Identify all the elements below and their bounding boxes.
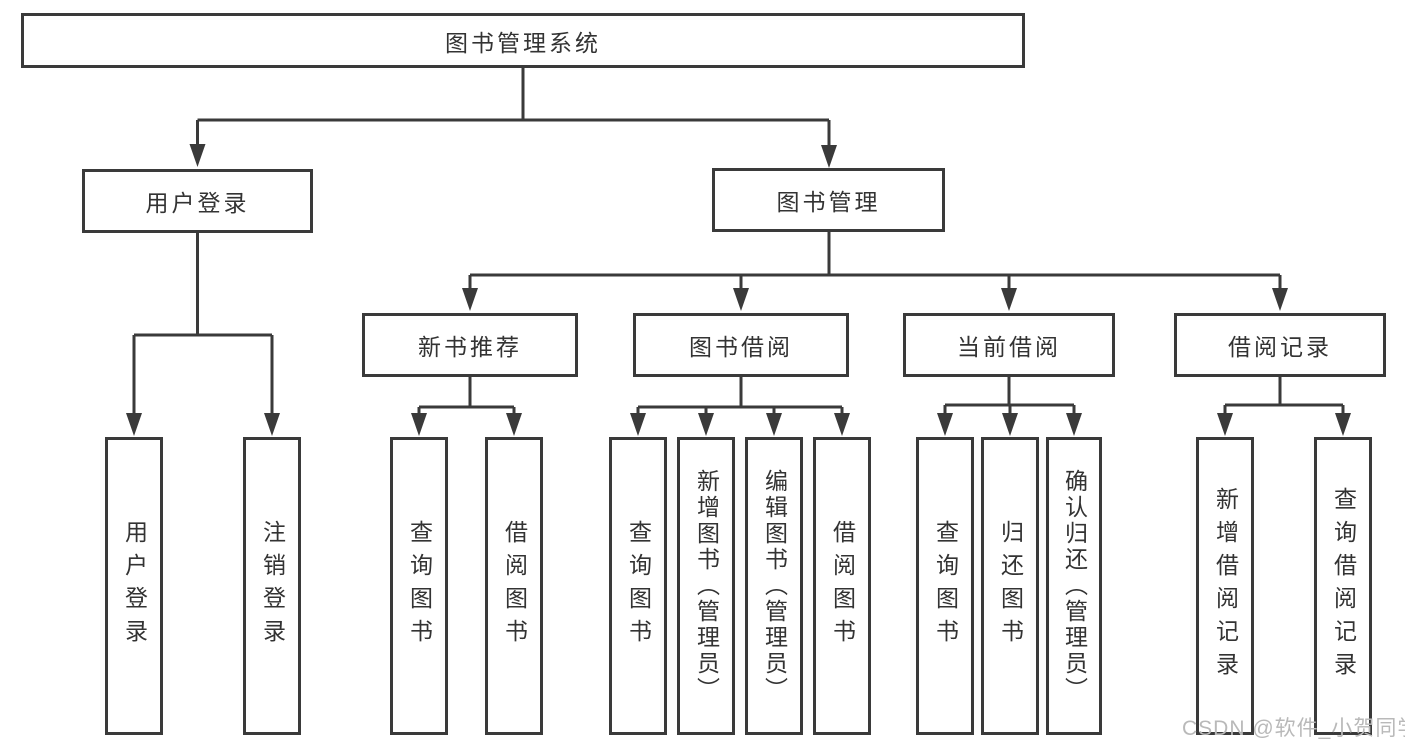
leaf-query-books-current: 查询图书 [916,437,974,735]
leaf-logout: 注销登录 [243,437,301,735]
leaf-edit-book-admin: 编辑图书（管理员） [745,437,803,735]
leaf-confirm-return-admin: 确认归还（管理员） [1046,437,1102,735]
leaf-query-books-borrowing: 查询图书 [609,437,667,735]
leaf-query-borrow-record: 查询借阅记录 [1314,437,1372,735]
leaf-user-login: 用户登录 [105,437,163,735]
node-book-management: 图书管理 [712,168,945,232]
leaf-borrow-books-borrowing: 借阅图书 [813,437,871,735]
node-library-system: 图书管理系统 [21,13,1025,68]
connector-path [132,68,1345,418]
node-book-borrowing: 图书借阅 [633,313,849,377]
leaf-return-book: 归还图书 [981,437,1039,735]
arrowheads [126,144,1351,436]
leaf-add-borrow-record: 新增借阅记录 [1196,437,1254,735]
csdn-watermark: CSDN @软件_小贺同学 [1182,717,1405,740]
leaf-borrow-books-recommend: 借阅图书 [485,437,543,735]
leaf-add-book-admin: 新增图书（管理员） [677,437,735,735]
node-current-borrowing: 当前借阅 [903,313,1115,377]
node-borrowing-records: 借阅记录 [1174,313,1386,377]
leaf-query-books-recommend: 查询图书 [390,437,448,735]
node-new-book-recommendation: 新书推荐 [362,313,578,377]
node-user-login-group: 用户登录 [82,169,313,233]
